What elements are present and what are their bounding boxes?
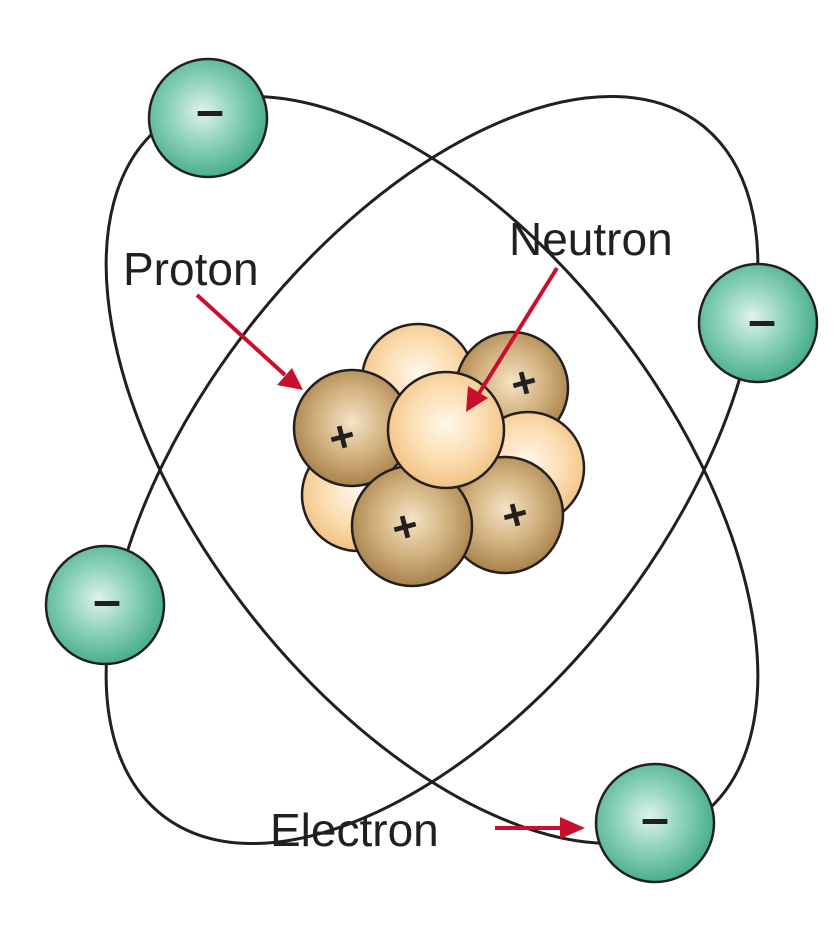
electron-label: Electron — [270, 804, 439, 856]
neutron — [388, 372, 504, 488]
proton-label: Proton — [123, 243, 259, 295]
electron-sign: – — [196, 82, 224, 138]
electron-bottom-right: – — [596, 764, 714, 882]
electron-sign: – — [641, 790, 669, 846]
nucleus: + + + + — [294, 324, 584, 586]
electron-right: – — [699, 264, 817, 382]
electron-sign: – — [748, 292, 776, 348]
electron-left: – — [46, 546, 164, 664]
electron-top-left: – — [149, 59, 267, 177]
electron-sign: – — [93, 572, 121, 628]
neutron-label: Neutron — [509, 213, 673, 265]
